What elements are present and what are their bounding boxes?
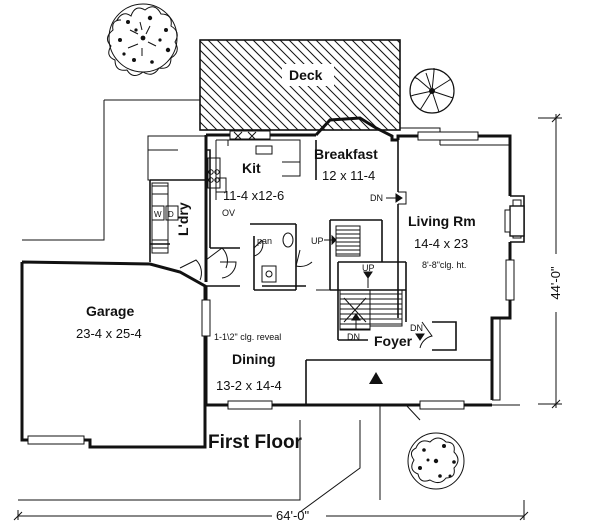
deck-hatch-line [207, 40, 299, 130]
dryer-label: D [168, 210, 174, 219]
deck-hatch-line [200, 40, 290, 130]
powder-room [253, 232, 294, 283]
deck-hatch-line [216, 40, 308, 130]
laundry-label: L'dry [175, 202, 191, 236]
kitchen-size: 11-4 x12-6 [223, 188, 284, 203]
dimension-width [13, 500, 529, 521]
deck-hatch-line [496, 40, 586, 130]
deck-hatch-line [460, 40, 550, 130]
deck-hatch-line [234, 40, 326, 130]
foyer-dn-label: DN [410, 323, 423, 333]
deck-hatch-line [369, 40, 400, 71]
deck-hatch-line [333, 40, 400, 107]
deck-hatch-line [351, 40, 400, 89]
stair-dn-label: DN [347, 332, 360, 342]
deck-hatch-line [478, 40, 568, 130]
fireplace [504, 205, 525, 237]
dryer [165, 205, 179, 221]
deck-hatch-line [378, 40, 400, 62]
tree-bottom-right [407, 432, 465, 490]
breakfast-size: 12 x 11-4 [322, 168, 375, 183]
stair-arrows [324, 193, 425, 341]
breakfast-label: Breakfast [314, 146, 378, 162]
floor-title: First Floor [208, 432, 303, 453]
overall-depth: 44'-0" [548, 266, 563, 300]
deck-hatch-line [297, 40, 389, 130]
laundry-shelves [151, 182, 169, 254]
deck [199, 39, 595, 131]
kitchen-label: Kit [242, 160, 261, 176]
deck-hatch-line [200, 49, 281, 130]
main-stair [335, 225, 361, 257]
entry-marker [369, 372, 383, 384]
washer-label: W [154, 210, 162, 219]
oven-label: OV [222, 208, 235, 218]
deck-hatch-line [442, 40, 532, 130]
site-lines [18, 99, 520, 513]
dimension-depth [538, 113, 562, 409]
sink-x [233, 131, 257, 141]
deck-hatch-line [469, 40, 559, 130]
cooktop [208, 169, 220, 183]
interior-walls [147, 135, 457, 351]
deck-hatch-line [225, 40, 317, 130]
deck-hatch-line [324, 40, 400, 116]
garage-size: 23-4 x 25-4 [76, 326, 142, 341]
deck-hatch-line [342, 40, 400, 98]
breakfast-dn-label: DN [370, 193, 383, 203]
deck-hatch-line [200, 76, 254, 130]
deck-hatch-line [200, 112, 218, 130]
doors [179, 191, 433, 349]
tree-top-left [107, 3, 178, 76]
living-label: Living Rm [408, 213, 476, 229]
foyer-label: Foyer [374, 333, 413, 349]
deck-hatch-line [505, 40, 595, 130]
deck-hatch-line [200, 94, 236, 130]
garage-label: Garage [86, 303, 134, 319]
pantry-label: pan [257, 236, 272, 246]
deck-hatch-line [487, 40, 577, 130]
lower-stair [339, 289, 371, 331]
deck-hatch-line [200, 85, 245, 130]
deck-hatch-line [200, 67, 263, 130]
upper-stair [369, 289, 403, 327]
deck-hatch-line [315, 40, 400, 125]
windows [27, 130, 515, 445]
living-ceiling-note: 8'-8"clg. ht. [422, 260, 466, 270]
overall-width: 64'-0" [276, 508, 310, 523]
deck-label: Deck [289, 67, 323, 83]
deck-hatch-line [451, 40, 541, 130]
dining-size: 13-2 x 14-4 [216, 378, 282, 393]
stair-up-label: UP [311, 236, 324, 246]
stair-up-upper-label: UP [362, 263, 375, 273]
deck-hatch-line [200, 103, 227, 130]
deck-hatch-line [360, 40, 400, 80]
deck-hatch-line [200, 58, 272, 130]
living-size: 14-4 x 23 [414, 236, 468, 251]
dining-label: Dining [232, 351, 276, 367]
shrub-right-of-deck [409, 68, 455, 114]
deck-hatch-line [306, 40, 398, 130]
dining-ceiling-note: 1-1\2" clg. reveal [214, 332, 281, 342]
